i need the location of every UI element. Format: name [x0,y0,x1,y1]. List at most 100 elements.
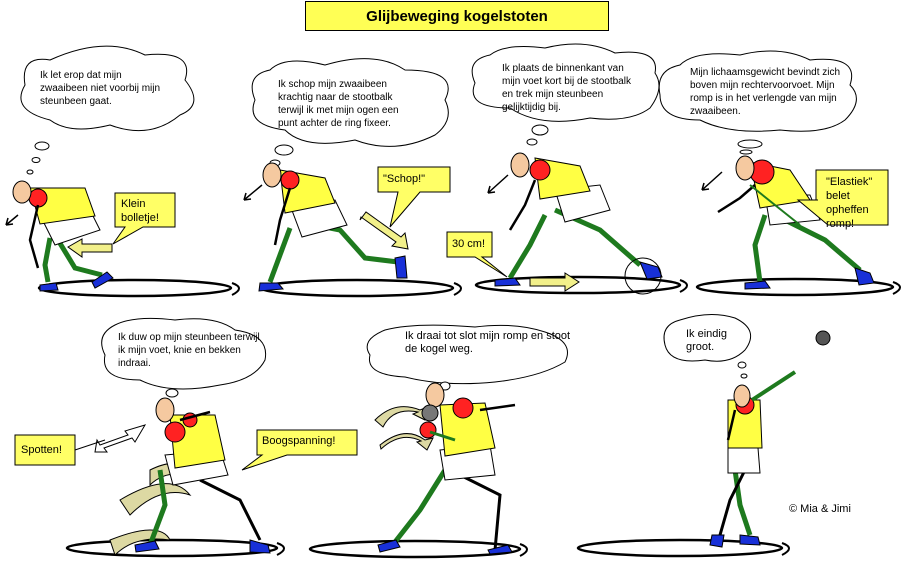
leg-back [459,473,502,551]
throwing-circle [37,278,233,298]
arrow [359,211,409,250]
sleeve [452,397,474,419]
arrow [529,272,580,292]
callout-bubble [796,169,889,226]
stop-board [276,542,285,556]
leg-front [42,237,53,283]
arm [273,187,292,246]
shoe [134,540,160,553]
shoe [494,277,521,287]
leg-front [393,468,448,544]
callout-spotten: Spotten! [21,444,62,456]
stop-board [892,281,901,295]
callout-bubble [14,434,106,466]
leg-back [55,238,103,278]
panel-2 [243,58,462,298]
arrow [487,174,509,194]
thought-cloud [663,314,752,362]
arm [508,179,537,231]
shoe [739,534,761,546]
callout-klein-bolletje: Klein bolletje! [121,198,159,224]
elastic-line [749,184,801,226]
throwing-circle [695,277,895,297]
head [425,382,445,408]
shoe [39,282,59,292]
shoe [744,280,771,290]
head [155,397,175,423]
shot-ball [421,404,439,422]
head [262,162,282,188]
head [12,180,32,204]
leg-front [718,469,747,536]
thought-text-5: Ik duw op mijn steunbeen terwijl ik mijn… [118,332,260,369]
thought-text-4: Mijn lichaamsgewicht bevindt zich boven … [690,67,841,117]
leg-front [267,227,293,283]
arm [717,184,756,214]
foot-highlight [624,257,662,295]
shoe [394,255,408,279]
thought-text-1: Ik let erop dat mijn zwaaibeen niet voor… [40,70,161,107]
leg-front [507,213,548,280]
panel-4 [658,50,901,297]
stop-board [781,542,790,556]
arm [479,403,516,412]
shoe [377,539,401,553]
arrow [243,184,263,201]
thought-cloud [471,43,660,122]
head [733,384,751,408]
thought-text-2: Ik schop mijn zwaaibeen krachtig naar de… [278,79,399,129]
sleeve [419,421,437,439]
arm [179,410,211,422]
stop-board [231,282,240,296]
throwing-circle [65,538,279,558]
shorts [727,447,761,474]
throwing-circle [576,538,784,558]
throwing-circle [474,275,682,295]
shot-ball [815,330,831,346]
arm [726,409,737,441]
thought-cloud [101,317,267,390]
callout-bubble [241,429,358,471]
thought-text-7: Ik eindig groot. [686,328,727,353]
shoe [258,282,284,292]
arm [28,204,40,269]
leg-front [752,214,768,283]
throwing-circle [308,539,522,559]
arm [429,430,456,442]
thought-cloud [658,50,857,132]
shoe [709,534,725,548]
panel-1 [5,45,240,298]
arrow [94,424,147,453]
arm [750,370,797,402]
callout-bubble [377,166,451,228]
sleeve [280,170,300,190]
arrow [67,238,113,258]
stop-board [453,282,462,296]
arrow [5,214,19,226]
leg-front [147,469,168,546]
leg-back [732,469,753,536]
thought-cloud [366,324,568,385]
page-title: Glijbeweging kogelstoten [305,1,609,31]
panel-7 [576,314,831,558]
arrow [701,171,723,191]
callout-schop: "Schop!" [383,173,426,185]
shoe [639,261,663,280]
sleeve [28,188,48,208]
panel-5 [14,317,358,558]
callout-bubble [112,192,176,245]
thought-cloud [20,45,195,132]
head [510,152,530,178]
panel-6 [308,324,568,559]
throwing-circle [259,278,455,298]
panel-3 [446,43,688,295]
callout-30cm: 30 cm! [452,238,486,250]
thought-text-6: Ik draai tot slot mijn romp en stoot de … [405,330,571,355]
thought-text-3: Ik plaats de binnenkant van mijn voet ko… [502,63,631,113]
callout-elastiek: "Elastiek" belet opheffen romp! [826,176,873,230]
sleeve [164,421,186,443]
thought-cloud [251,58,449,147]
stop-board [519,543,528,557]
